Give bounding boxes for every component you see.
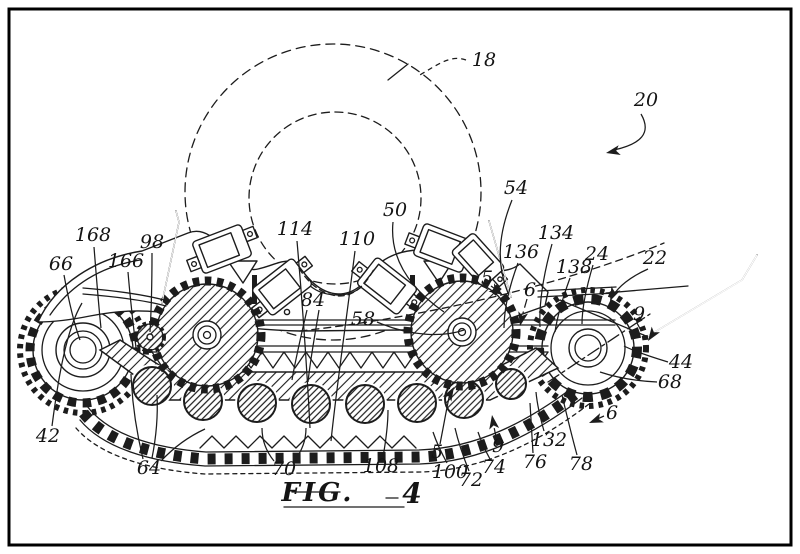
svg-text:108: 108 [363,455,399,477]
svg-text:114: 114 [277,218,313,240]
ref-label-54: 54 [499,177,528,294]
svg-text:5: 5 [431,441,443,463]
road-roller [235,381,279,425]
ref-label-132: 132 [531,391,567,451]
figure-caption-number: 4 [402,477,421,510]
ref-label-108: 108 [363,409,399,477]
svg-text:18: 18 [472,49,496,71]
ghost-ring-circles [184,43,482,341]
fender-plate [537,286,617,292]
ref-label-74: 74 [477,431,506,478]
mounting-pad [451,233,509,288]
ref-label-9: 9 [633,303,660,341]
svg-text:58: 58 [351,308,375,330]
svg-text:74: 74 [482,456,506,478]
svg-text:66: 66 [49,253,73,275]
lever-brace [559,299,647,337]
ref-label-42: 42 [35,302,83,447]
ref-label-50: 50 [383,199,445,313]
ref-label-58: 58 [351,308,465,336]
svg-text:6: 6 [524,279,536,301]
ref-label-84: 84 [291,289,325,383]
svg-text:20: 20 [633,89,658,111]
track-lug-row [199,435,417,449]
figure-caption: FIG. 4 [281,477,422,510]
svg-text:134: 134 [538,222,574,244]
lever-brace [605,285,689,294]
svg-text:68: 68 [658,371,682,393]
ref-label-6: 6 [518,279,536,326]
svg-text:22: 22 [642,247,667,269]
road-roller [130,364,174,408]
ref-label-68: 68 [599,371,682,393]
ref-label-5: 5 [481,267,503,295]
mounting-pad [186,224,258,274]
fender-plate [537,292,617,298]
svg-text:24: 24 [584,243,609,265]
svg-text:9: 9 [492,435,504,457]
svg-text:166: 166 [108,250,144,272]
left-support-rod [161,210,180,304]
ref-label-100: 100 [432,431,468,483]
road-roller [289,382,333,426]
svg-text:138: 138 [556,256,592,278]
svg-text:64: 64 [137,457,161,479]
svg-text:78: 78 [569,453,593,475]
ref-label-24: 24 [581,243,609,325]
steering-lever [559,254,758,337]
svg-text:84: 84 [301,289,325,311]
svg-text:98: 98 [140,231,164,253]
ref-label-9: 9 [489,415,504,457]
road-rollers [130,364,529,426]
track-band-bottom [75,387,590,475]
ref-label-64: 64 [130,373,206,479]
ref-label-138: 138 [554,256,592,333]
svg-text:6: 6 [606,402,618,424]
svg-text:76: 76 [523,451,547,473]
svg-text:5: 5 [481,267,493,289]
ref-label-98: 98 [140,231,164,333]
hidden-line-arcs [82,242,665,383]
ref-label-110: 110 [330,228,375,442]
section-line-9 [547,313,651,383]
ref-label-66: 66 [49,253,81,341]
road-roller [343,382,387,426]
ref-label-5: 5 [431,387,454,463]
ref-label-70: 70 [261,427,307,480]
svg-text:54: 54 [504,177,528,199]
road-roller [493,366,529,402]
gusset-triangle [227,260,258,284]
svg-text:132: 132 [531,429,567,451]
svg-text:44: 44 [668,351,693,373]
ref-label-72: 72 [454,427,483,491]
ref-label-76: 76 [523,402,547,473]
ref-label-166: 166 [108,250,144,349]
ref-label-168: 168 [75,224,111,329]
ref-label-22: 22 [610,247,667,301]
svg-text:100: 100 [432,461,468,483]
ref-label-18: 18 [417,49,496,77]
ref-label-44: 44 [623,345,693,373]
svg-text:136: 136 [503,241,539,263]
ref-label-134: 134 [538,222,574,328]
svg-text:42: 42 [35,425,60,447]
ref-label-136: 136 [503,241,539,329]
svg-text:50: 50 [383,199,407,221]
road-roller [395,381,439,425]
svg-text:110: 110 [339,228,375,250]
figure-caption-prefix: FIG. [281,478,355,508]
svg-text:9: 9 [633,303,645,325]
ref-label-114: 114 [277,218,313,429]
ref-label-6: 6 [589,402,618,424]
svg-text:168: 168 [75,224,111,246]
svg-text:70: 70 [272,458,296,480]
svg-text:72: 72 [459,469,483,491]
track-ring-right [527,287,649,409]
ref-label-20: 20 [606,89,658,155]
ref-label-78: 78 [561,394,593,475]
